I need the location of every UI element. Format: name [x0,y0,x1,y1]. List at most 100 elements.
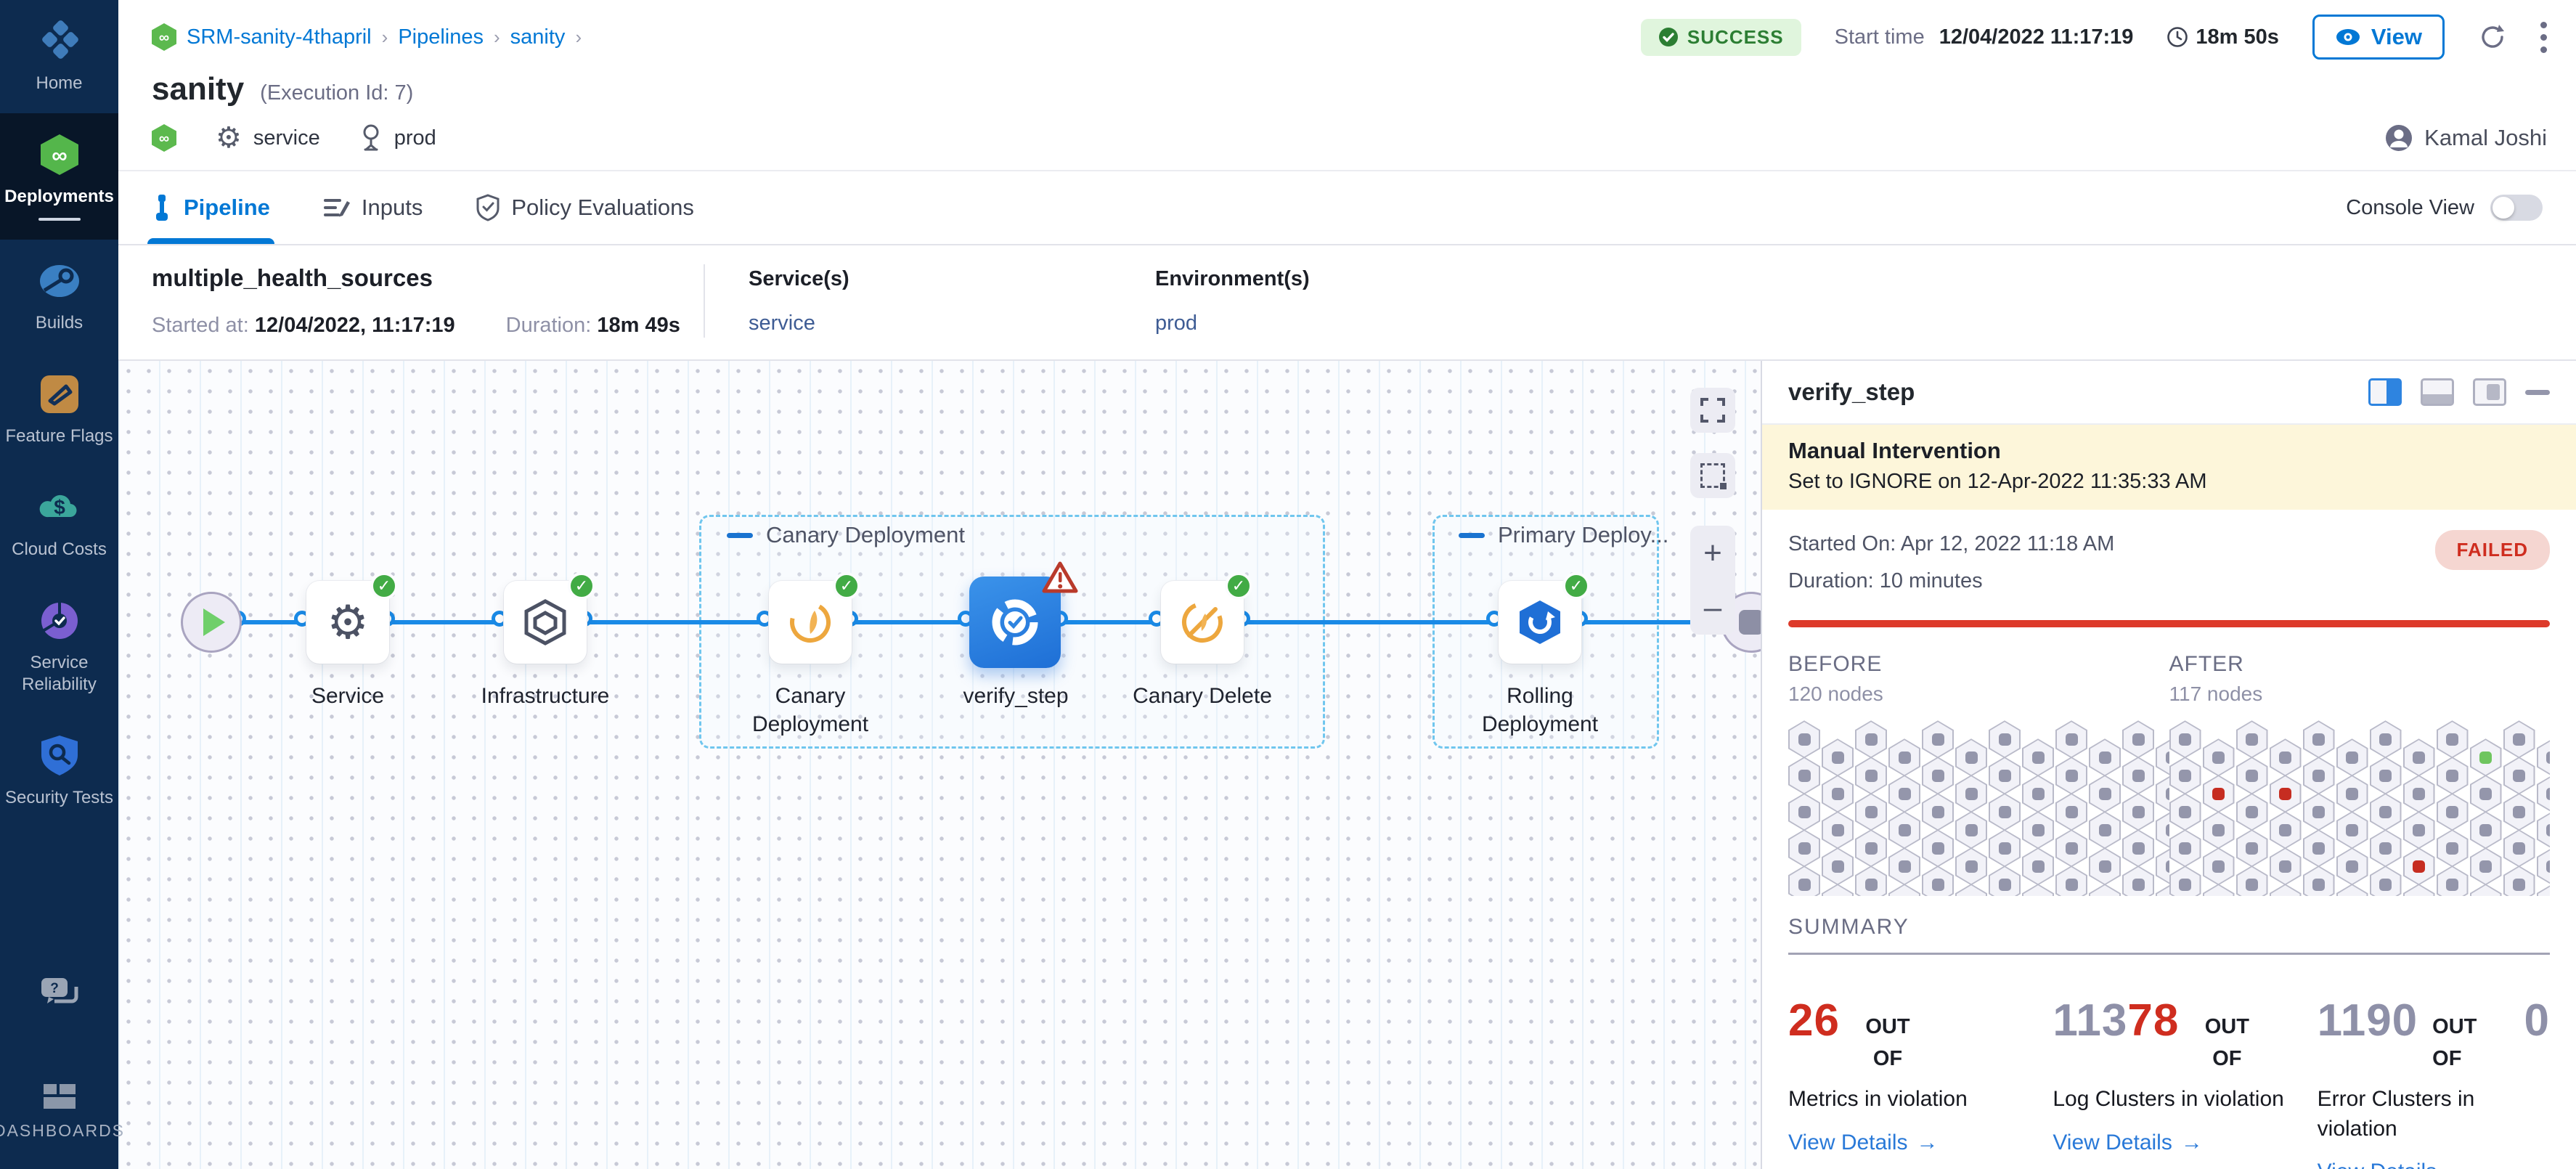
step-label: Canary Deployment [751,684,869,736]
service-gear-icon: ⚙ [327,596,369,648]
environment-chip[interactable]: prod [359,123,436,152]
harness-cd-icon: ∞ [152,23,176,51]
step-node-infrastructure[interactable]: ✓ [504,572,595,664]
node-hexagon [2122,757,2154,795]
node-hexagon [1855,720,1887,759]
service-link[interactable]: service [749,311,815,335]
layout-right-split-icon[interactable] [2368,378,2402,406]
breadcrumb-pipeline-name[interactable]: sanity [510,25,566,49]
sidebar-item-cloud-costs[interactable]: $Cloud Costs [0,466,118,579]
sidebar-item-label: Security Tests [5,788,113,807]
node-hexagon [2302,720,2335,759]
deployments-icon: ∞ [37,132,82,177]
node-hexagon [1788,757,1820,795]
sidebar-item-feature-flags[interactable]: Feature Flags [0,353,118,466]
builds-icon [37,258,82,304]
layout-bottom-split-icon[interactable] [2421,378,2454,406]
tab-policy-evaluations[interactable]: Policy Evaluations [476,171,694,244]
cloud-costs-icon: $ [37,485,82,530]
arrow-right-icon: → [1916,1130,1939,1154]
environment-link[interactable]: prod [1155,311,1198,335]
fit-to-screen-button[interactable] [1690,388,1735,433]
summary-card-label: Log Clusters in violation [2053,1087,2284,1112]
node-hexagon [1788,793,1820,831]
warning-badge-icon [1042,561,1078,594]
node-hexagon [2235,720,2268,759]
arrow-right-icon: → [2445,1160,2467,1169]
step-node-service[interactable]: ⚙ ✓ [306,572,398,664]
collapse-group-icon[interactable] [1459,532,1485,538]
top-header: ∞ SRM-sanity-4thapril › Pipelines › sani… [118,0,2576,170]
console-view-toggle[interactable] [2490,195,2543,221]
sidebar-item-service-reliability[interactable]: Service Reliability [0,579,118,714]
node-hexagon [2536,847,2550,886]
step-node-rolling-deployment[interactable]: ✓ [1499,572,1590,664]
breadcrumb-project[interactable]: SRM-sanity-4thapril [187,25,372,49]
out-of-label: OUT OF [1865,1015,1910,1070]
execution-tabs: Pipeline Inputs Policy Evaluations Conso… [118,170,2576,245]
node-hexagon [1989,865,2021,897]
home-icon [37,19,82,64]
svg-text:?: ? [50,981,59,996]
step-node-canary-delete[interactable]: ✓ [1161,572,1252,664]
multi-select-button[interactable] [1690,453,1735,498]
inputs-icon [323,199,350,217]
step-node-verify-step[interactable] [969,561,1078,668]
sidebar-item-dashboards[interactable]: DASHBOARDS [0,1075,125,1149]
breadcrumb-pipelines[interactable]: Pipelines [398,25,484,49]
node-hexagon [2169,829,2201,868]
node-hexagon [2402,775,2435,813]
sidebar-item-security-tests[interactable]: Security Tests [0,714,118,828]
node-hexagon [2169,757,2201,795]
node-hexagon [2469,775,2502,813]
sidebar-item-home[interactable]: Home [0,0,118,113]
node-hexagon [2402,738,2435,777]
help-chat-icon[interactable]: ? [38,975,81,1013]
node-hexagon [2469,847,2502,886]
success-badge-icon: ✓ [568,572,595,600]
node-hexagon [2022,884,2054,897]
success-badge-icon: ✓ [1225,572,1252,600]
summary-card-label: Metrics in violation [1788,1087,1968,1112]
pipeline-start-node[interactable] [181,592,242,653]
layout-floating-icon[interactable] [2473,378,2506,406]
node-hexagon [2336,847,2368,886]
node-hexagon [2336,811,2368,850]
node-hexagon [1922,793,1954,831]
node-hexagon [2436,720,2469,759]
tab-inputs[interactable]: Inputs [323,171,423,244]
zoom-out-button[interactable]: – [1703,589,1722,625]
minimize-panel-icon[interactable] [2525,389,2550,395]
node-hexagon [2156,847,2169,886]
step-node-canary-deployment[interactable]: ✓ [769,572,860,664]
pipeline-canvas[interactable]: Canary Deployment Primary Deploy... ⚙ ✓ … [118,361,1761,1169]
node-hexagon [1955,738,1987,777]
sidebar-item-deployments[interactable]: ∞Deployments [0,113,118,240]
view-details-link[interactable]: View Details→ [2053,1130,2203,1154]
security-tests-icon [37,733,82,778]
node-hexagon [2269,884,2302,897]
tab-pipeline[interactable]: Pipeline [147,171,274,244]
panel-title: verify_step [1788,378,1915,405]
zoom-in-button[interactable]: + [1703,534,1722,571]
view-details-link[interactable]: View Details→ [1788,1130,1939,1154]
node-hexagon [2235,757,2268,795]
stage-duration-value: 18m 49s [597,314,680,337]
svg-text:∞: ∞ [159,30,169,46]
more-options-button[interactable] [2540,21,2547,53]
sidebar-item-builds[interactable]: Builds [0,240,118,353]
node-hexagon [2436,793,2469,831]
node-hexagon [2089,775,2121,813]
group-label-canary: Canary Deployment [766,522,965,547]
node-hexagon [2436,865,2469,897]
refresh-button[interactable] [2478,23,2507,52]
node-hexagon [2536,884,2550,897]
collapse-group-icon[interactable] [727,532,753,538]
node-hexagon [1888,738,1920,777]
node-hexagon [2022,847,2054,886]
view-button[interactable]: View [2312,15,2445,60]
service-chip[interactable]: ⚙ service [216,122,320,154]
view-details-link[interactable]: View Details→ [2318,1160,2550,1169]
